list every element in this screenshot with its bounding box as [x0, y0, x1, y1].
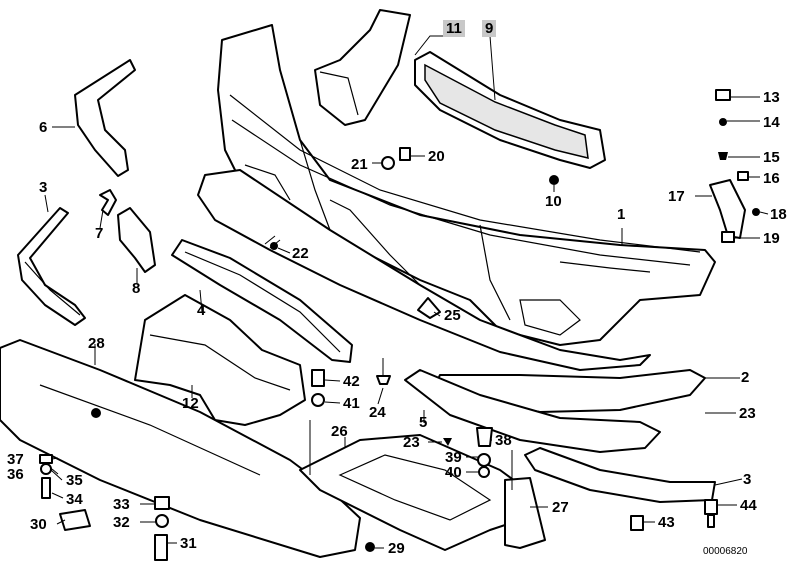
part-inner-bracket	[134, 294, 306, 426]
callout-18: 18	[770, 206, 787, 223]
callout-7: 7	[95, 225, 104, 242]
callout-44: 44	[740, 497, 757, 514]
part-corner-trim-right	[524, 447, 716, 503]
callout-27: 27	[552, 499, 569, 516]
callout-12: 12	[182, 395, 199, 412]
callout-40: 40	[445, 464, 462, 481]
callout-8: 8	[132, 280, 141, 297]
leader-lines	[44, 35, 769, 549]
callout-22: 22	[292, 245, 309, 262]
callout-14: 14	[763, 114, 780, 131]
callout-6: 6	[39, 119, 48, 136]
part-grille	[414, 51, 606, 169]
callout-38: 38	[495, 432, 512, 449]
callout-39: 39	[445, 449, 462, 466]
callout-24: 24	[369, 404, 386, 421]
callout-33: 33	[113, 496, 130, 513]
callout-23-right: 23	[739, 405, 756, 422]
callout-23-lower: 23	[403, 434, 420, 451]
callout-4: 4	[197, 302, 206, 319]
callout-3-left: 3	[39, 179, 48, 196]
callout-43: 43	[658, 514, 675, 531]
callout-9: 9	[482, 20, 497, 37]
callout-36: 36	[7, 466, 24, 483]
part-clip-7	[99, 189, 117, 216]
callout-21: 21	[351, 156, 368, 173]
callout-11: 11	[443, 20, 465, 37]
reference-number: 00006820	[703, 546, 748, 557]
part-tray	[299, 434, 531, 551]
callout-20: 20	[428, 148, 445, 165]
part-support-rail	[171, 239, 353, 363]
part-bracket-17	[709, 179, 746, 239]
callout-5: 5	[419, 414, 428, 431]
callout-10: 10	[545, 193, 562, 210]
callout-3-right: 3	[743, 471, 752, 488]
callout-37: 37	[7, 451, 24, 468]
part-bracket-8	[117, 207, 156, 273]
callout-35: 35	[66, 472, 83, 489]
part-bracket-27	[504, 477, 546, 549]
callout-15: 15	[763, 149, 780, 166]
callout-2: 2	[741, 369, 750, 386]
callout-42: 42	[343, 373, 360, 390]
callout-30: 30	[30, 516, 47, 533]
callout-17: 17	[668, 188, 685, 205]
part-air-duct	[314, 9, 411, 126]
callout-25: 25	[444, 307, 461, 324]
fasteners	[39, 89, 760, 561]
callout-34: 34	[66, 491, 83, 508]
callout-1: 1	[617, 206, 626, 223]
part-underbody-panel	[0, 339, 361, 558]
callout-31: 31	[180, 535, 197, 552]
part-lower-strip	[404, 369, 661, 453]
part-lower-valance	[197, 169, 651, 371]
callout-13: 13	[763, 89, 780, 106]
callout-16: 16	[763, 170, 780, 187]
callout-29: 29	[388, 540, 405, 557]
part-corner-trim-left	[17, 207, 86, 326]
callout-26: 26	[331, 423, 348, 440]
part-side-trim	[74, 59, 136, 177]
callout-32: 32	[113, 514, 130, 531]
callout-28: 28	[88, 335, 105, 352]
callout-19: 19	[763, 230, 780, 247]
callout-41: 41	[343, 395, 360, 412]
